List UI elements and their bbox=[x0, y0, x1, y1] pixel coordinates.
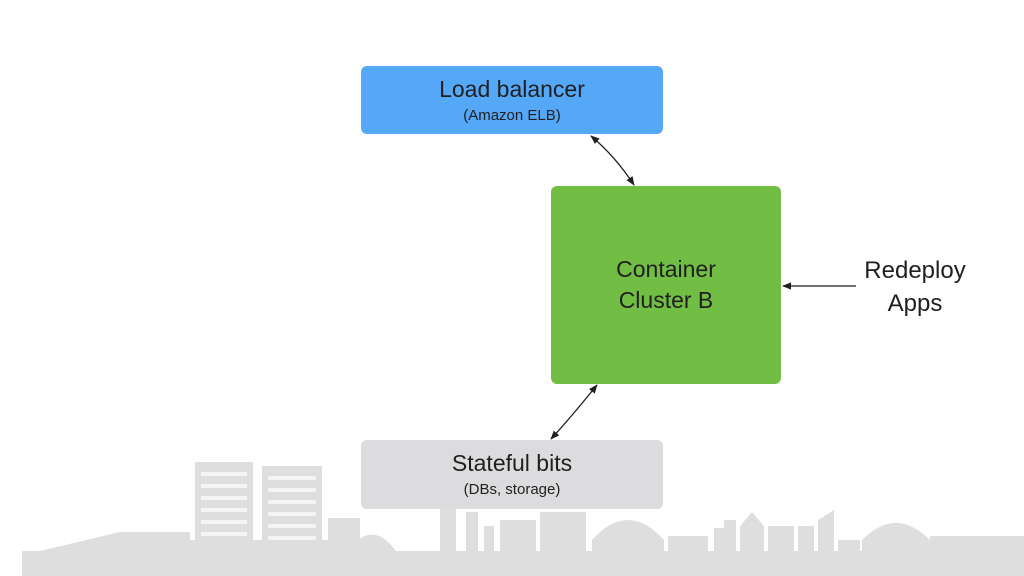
stateful-subtitle: (DBs, storage) bbox=[463, 481, 561, 498]
load-balancer-subtitle: (Amazon ELB) bbox=[463, 106, 561, 124]
container-cluster-label: Container Cluster B bbox=[616, 256, 716, 313]
stateful-title: Stateful bits bbox=[451, 450, 573, 476]
load-balancer-title: Load balancer bbox=[439, 75, 585, 102]
container-cluster-box: Container Cluster B bbox=[551, 186, 781, 384]
redeploy-apps-label: Redeploy Apps bbox=[864, 257, 966, 317]
stateful-box: Stateful bits (DBs, storage) bbox=[361, 440, 663, 509]
load-balancer-box: Load balancer (Amazon ELB) bbox=[361, 66, 663, 134]
